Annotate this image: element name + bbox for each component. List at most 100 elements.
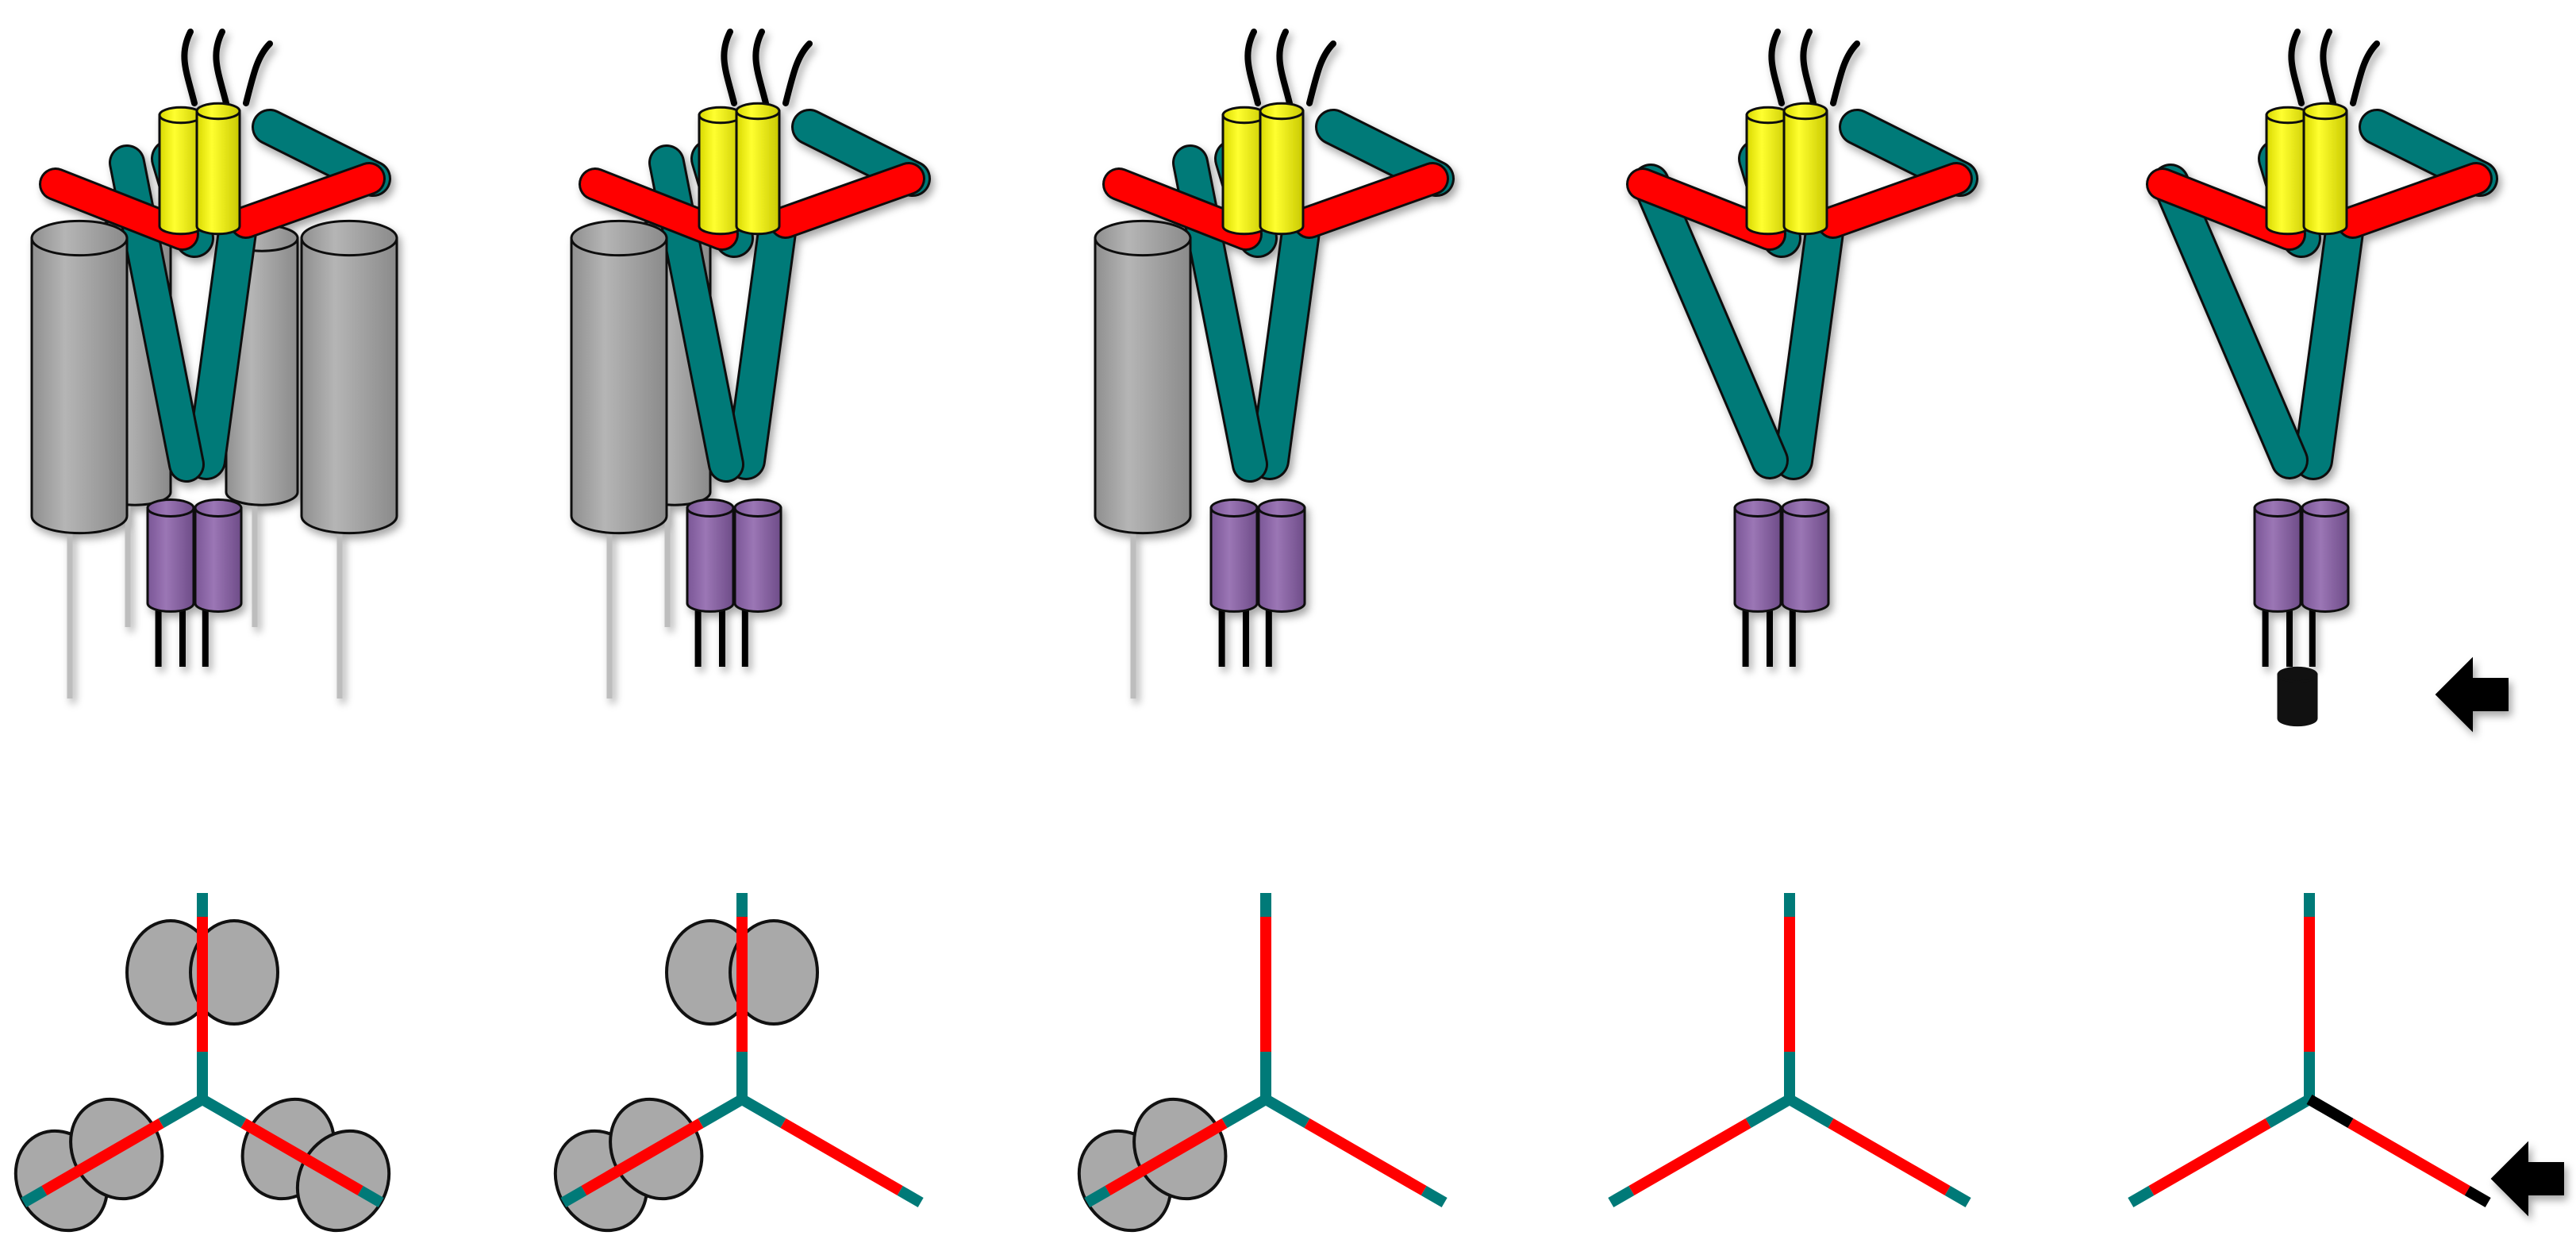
stage-2-side-view	[570, 29, 931, 699]
stage-1-pore-right-cap	[195, 102, 241, 121]
stage-4-assembly	[1626, 29, 1978, 667]
stage-2-partner-front-left-body	[570, 237, 668, 535]
stage-2-pore-right	[735, 102, 781, 236]
stage-4-arm-left	[1634, 166, 1786, 477]
stage-5-pore-right	[2302, 102, 2348, 236]
stage-4-linker-right	[1828, 1118, 1951, 1196]
stage-2-hub-left	[698, 1094, 745, 1129]
stage-5-domain-left	[2253, 498, 2302, 613]
stage-3-linker-left	[1105, 1118, 1228, 1196]
stage-3-pore-right-cap	[1259, 102, 1305, 121]
stage-1-top-view	[13, 893, 391, 1233]
stage-2-wire-a	[721, 29, 737, 106]
stage-2-hub-right	[739, 1094, 786, 1129]
stage-4-domain-left	[1733, 498, 1782, 613]
stage-4-wire-b	[1800, 29, 1817, 106]
stage-1-linker-left	[41, 1118, 164, 1196]
stage-3-pore-right-body	[1259, 110, 1305, 236]
stage-4-top-view	[1608, 893, 1971, 1208]
stage-4-pore-right-cap	[1782, 102, 1828, 121]
stage-3-domain-right-cap	[1257, 498, 1306, 518]
stage-5-domain-left-body	[2253, 506, 2302, 613]
stage-2-assembly	[570, 29, 931, 699]
stage-2-pore-right-cap	[735, 102, 781, 121]
stage-1-partner-front-left-body	[30, 237, 129, 535]
stage-3-hub-right	[1263, 1094, 1310, 1129]
stage-2-partner-up-lobe-b	[729, 919, 819, 1026]
stage-1-wire-a	[181, 29, 198, 106]
stage-3-partner-front-left	[1094, 219, 1192, 535]
stage-3-hub-left	[1221, 1094, 1269, 1129]
stage-4-pore-left	[1745, 106, 1791, 236]
stage-1-domain-right-body	[194, 506, 243, 613]
stage-2-linker-left	[581, 1118, 704, 1196]
stage-3-top-view	[1077, 893, 1448, 1233]
stage-2-tip-left	[560, 1185, 587, 1208]
stage-3-wire-a	[1244, 29, 1261, 106]
stage-3-pore-right	[1259, 102, 1305, 236]
stage-1-hub-left	[158, 1094, 206, 1129]
stage-1-pore-right-body	[195, 110, 241, 236]
stage-4-domain-left-cap	[1733, 498, 1782, 518]
stage-5-arm-center	[2296, 209, 2363, 478]
stage-2-top-view	[553, 893, 924, 1233]
stage-2-domain-left-body	[686, 506, 735, 613]
stage-5-pore-right-body	[2302, 110, 2348, 236]
stage-3-arm-center	[1252, 209, 1319, 478]
stage-4-wire-c	[1830, 40, 1860, 106]
stage-2-wire-b	[752, 29, 769, 106]
stage-3-tip-left	[1084, 1185, 1111, 1208]
stage-5-domain-left-cap	[2253, 498, 2302, 518]
stage-5-linker-left	[2148, 1118, 2271, 1196]
stage-5-cap-block-icon-cap	[2277, 666, 2318, 683]
stage-4-tip-right	[1944, 1185, 1971, 1208]
stage-3-domain-right-body	[1257, 506, 1306, 613]
stage-5-wire-b	[2320, 29, 2336, 106]
stage-3-domain-right	[1257, 498, 1306, 613]
stage-2-linker-right	[771, 164, 923, 237]
stage-5-arrow-left-icon	[2435, 656, 2509, 733]
stage-5-hub-right	[2306, 1094, 2354, 1129]
stage-5-cap-block-icon	[2277, 666, 2318, 727]
stage-5-wire-c	[2350, 40, 2380, 106]
stage-4-tip-left	[1608, 1185, 1635, 1208]
stage-3-linker-right	[1304, 1118, 1427, 1196]
stage-1-partner-front-left-cap	[30, 219, 129, 257]
stage-1-partner-front-right-cap	[300, 219, 398, 257]
stage-2-partner-up	[665, 919, 819, 1026]
stage-2-wire-c	[782, 40, 813, 106]
stage-1-hub-right	[199, 1094, 247, 1129]
stage-2-domain-right-cap	[733, 498, 782, 518]
stage-2-linker-right	[780, 1118, 903, 1196]
stage-1-side-view	[30, 29, 398, 699]
stage-5-cap-block-icon-body	[2277, 673, 2318, 727]
stage-5-assembly	[2146, 29, 2498, 667]
stage-1-linker-right	[240, 1118, 363, 1196]
stage-5-tip-right	[2464, 1185, 2491, 1208]
stage-5-linker-right	[2347, 1118, 2470, 1196]
stage-1-domain-right	[194, 498, 243, 613]
stage-2-pore-right-body	[735, 110, 781, 236]
stage-4-wire-a	[1768, 29, 1785, 106]
stage-5-hub-left	[2265, 1094, 2313, 1129]
stage-1-tip-left	[21, 1185, 48, 1208]
stage-2-partner-front-left-cap	[570, 219, 668, 257]
stage-1-partner-up	[125, 919, 279, 1026]
stage-4-side-view	[1626, 29, 1978, 667]
stage-1-partner-front-right-body	[300, 237, 398, 535]
stage-5-arm-left	[2154, 166, 2306, 477]
stage-3-domain-left-body	[1209, 506, 1259, 613]
stage-3-domain-left-cap	[1209, 498, 1259, 518]
stage-4-pore-right-body	[1782, 110, 1828, 236]
stage-5-side-view	[2146, 29, 2509, 733]
stage-1-domain-right-cap	[194, 498, 243, 518]
stage-3-linker-right	[1295, 164, 1447, 237]
stage-3-pore-left	[1221, 106, 1267, 236]
stage-5-pore-right-cap	[2302, 102, 2348, 121]
stage-5-domain-right-body	[2301, 506, 2350, 613]
stage-4-arm-center	[1776, 209, 1843, 478]
stage-2-domain-left	[686, 498, 735, 613]
stage-4-pore-right	[1782, 102, 1828, 236]
stage-3-partner-front-left-cap	[1094, 219, 1192, 257]
